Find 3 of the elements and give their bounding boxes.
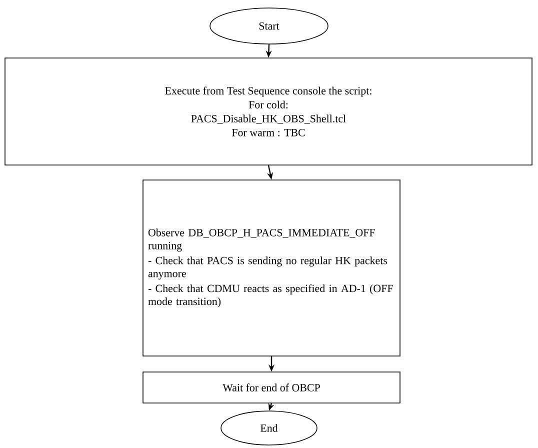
process-box: Observe DB_OBCP_H_PACS_IMMEDIATE_OFF running - Check that PACS is sending no regular HK packets anymore - Check that CDMU reacts as specified in AD-1 (OFF mode transition) (142, 180, 400, 356)
process-box: Execute from Test Sequence console the script: For cold: PACS_Disable_HK_OBS_Shell.tcl For warm : TBC (4, 58, 532, 166)
process-box: Wait for end of OBCP (142, 372, 400, 404)
